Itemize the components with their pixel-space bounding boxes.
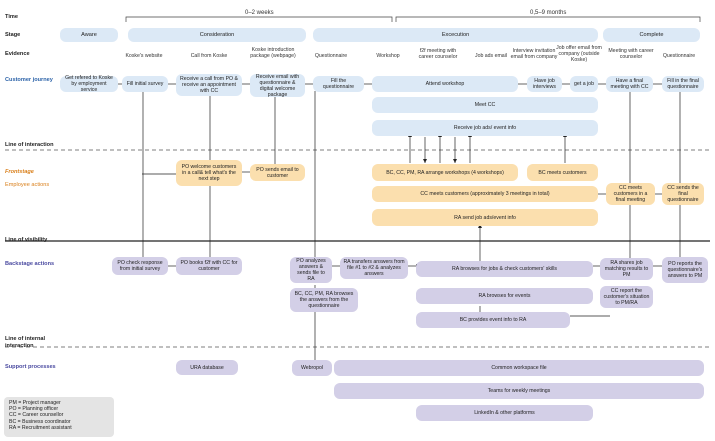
row-label-line-of-visibility: Line of visibility xyxy=(5,237,48,243)
stage-execution: Excecution xyxy=(313,28,598,42)
journey-step: Fill initial survey xyxy=(122,76,168,92)
support-process: Common workspace file xyxy=(334,360,704,376)
row-label-time: Time xyxy=(5,14,18,20)
evidence-item: Koske's website xyxy=(125,53,163,59)
row-label-support: Support processes xyxy=(5,364,56,370)
evidence-item: Job offer email from company (outside Ko… xyxy=(556,45,602,63)
evidence-item: Interview invitation email from company xyxy=(510,48,558,60)
legend-item: PO = Planning officer xyxy=(9,406,59,413)
frontstage-action: BC, CC, PM, RA arrange workshops (4 work… xyxy=(372,164,518,181)
journey-step: Attend workshop xyxy=(372,76,518,92)
backstage-action: RA browses for events xyxy=(416,288,593,304)
journey-step: Receive a call from PO & receive an appo… xyxy=(176,74,242,96)
row-label-backstage: Backstage actions xyxy=(5,261,55,267)
journey-step: Get refered to Koske by employment servi… xyxy=(60,75,118,93)
frontstage-action: PO sends email to customer xyxy=(250,164,305,181)
legend-item: BC = Business coordinator xyxy=(9,418,71,425)
row-label-evidence: Evidence xyxy=(5,51,30,57)
evidence-item: Koske introduction package (webpage) xyxy=(250,47,296,59)
stage-complete: Complete xyxy=(603,28,700,42)
frontstage-action: CC sends the final questionnaire xyxy=(662,183,704,205)
journey-step: Have a final meeting with CC xyxy=(606,76,653,92)
journey-step: Fill in the final questionnaire xyxy=(662,76,704,92)
legend-item: CC = Career counsellor xyxy=(9,412,64,419)
evidence-item: Job ads email xyxy=(474,53,507,59)
row-label-stage: Stage xyxy=(5,32,21,38)
stage-aware: Aware xyxy=(60,28,118,42)
evidence-item: Questionnaire xyxy=(662,53,696,59)
frontstage-action: CC meets customers (approximately 3 meet… xyxy=(372,186,598,202)
backstage-action: BC, CC, PM, RA browses the answers from … xyxy=(290,288,358,312)
evidence-item: Meeting with career counselor xyxy=(608,48,654,60)
row-label-frontstage: Frontstage xyxy=(5,169,34,175)
legend-item: RA = Recruitment assistant xyxy=(9,424,72,431)
journey-step: Receive email with questionnaire & digit… xyxy=(250,74,305,98)
backstage-action: BC provides event info to RA xyxy=(416,312,570,328)
stage-consideration: Consideration xyxy=(128,28,306,42)
time-bracket-2 xyxy=(395,16,701,22)
journey-step: Have job interviews xyxy=(527,76,562,92)
backstage-action: PO reports the questionnaire's answers t… xyxy=(662,257,708,283)
abbreviation-legend: PM = Project manager PO = Planning offic… xyxy=(4,397,114,437)
backstage-action: PO books f2f with CC for customer xyxy=(176,257,242,275)
backstage-action: PO check response from initial survey xyxy=(112,257,168,275)
time-label-2: 0,5–9 months xyxy=(530,10,567,16)
evidence-item: f2f meeting with career counselor xyxy=(418,48,458,60)
row-label-customer-journey: Customer journey xyxy=(5,77,53,83)
backstage-action: CC report the customer's situation to PM… xyxy=(600,286,653,308)
evidence-item: Questionnaire xyxy=(314,53,348,59)
support-process: URA database xyxy=(176,360,238,375)
support-process: Webropol xyxy=(292,360,332,376)
time-bracket-1 xyxy=(125,16,393,22)
legend-item: PM = Project manager xyxy=(9,400,61,406)
backstage-action: PO analyzes answers & sends file to RA xyxy=(290,257,332,283)
time-label-1: 0–2 weeks xyxy=(245,10,274,16)
frontstage-action: RA send job ads/event info xyxy=(372,209,598,226)
journey-step: Fill the questionnaire xyxy=(313,76,364,92)
evidence-item: Workshop xyxy=(376,53,400,59)
support-process: Teams for weekly meetings xyxy=(334,383,704,399)
frontstage-action: PO welcome customers in a call& tell wha… xyxy=(176,160,242,186)
support-process: LinkedIn & other platforms xyxy=(416,405,593,421)
journey-step: Receive job ads/ event info xyxy=(372,120,598,136)
row-label-line-of-internal-interaction: Line of internal interaction xyxy=(5,336,46,349)
backstage-action: RA transfers answers from file #1 to #2 … xyxy=(340,257,408,279)
backstage-action: RA browses for jobs & check customers' s… xyxy=(416,261,593,277)
evidence-item: Call from Koske xyxy=(190,53,228,59)
journey-step: get a job xyxy=(570,76,598,92)
frontstage-action: CC meets customers in a final meeting xyxy=(606,183,655,205)
journey-step: Meet CC xyxy=(372,97,598,113)
row-label-employee-actions: Employee actions xyxy=(5,182,50,188)
backstage-action: RA shares job matching results to PM xyxy=(600,258,653,280)
frontstage-action: BC meets customers xyxy=(527,164,598,181)
row-label-line-of-interaction: Line of interaction xyxy=(5,142,54,148)
